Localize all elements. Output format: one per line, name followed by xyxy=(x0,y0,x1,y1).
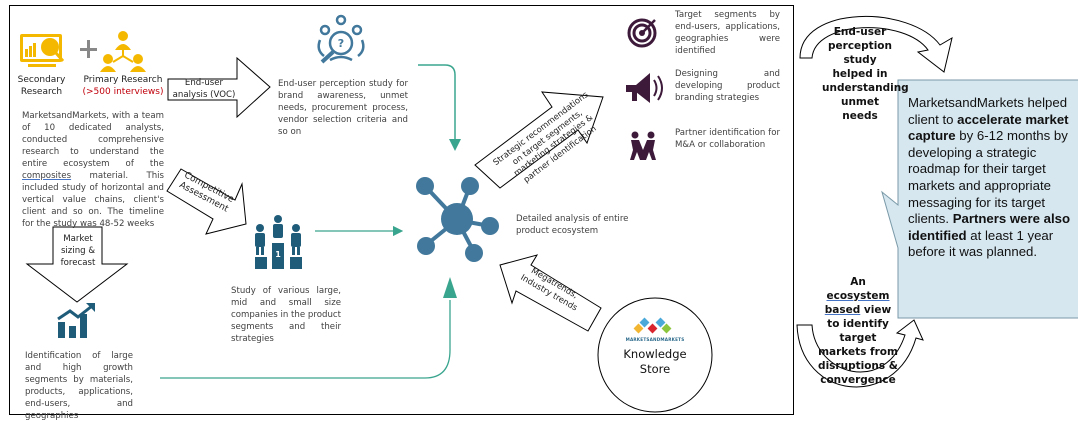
ecosystem-analysis-text: Detailed analysis of entire product ecos… xyxy=(516,214,629,236)
primary-research-note: (>500 interviews) xyxy=(82,87,164,97)
knowledge-store-label: Knowledge Store xyxy=(623,347,687,376)
diagram-frame xyxy=(9,5,794,415)
market-sizing-arrow xyxy=(25,226,129,303)
competitive-assessment-arrow xyxy=(166,168,247,235)
bottom-curved-arrow xyxy=(796,319,924,388)
callout-bold: Partners were also identified xyxy=(908,211,1071,243)
intro-text-part: MarketsandMarkets, with a team of 10 ded… xyxy=(22,111,164,169)
teal-arrowhead-up xyxy=(443,277,457,298)
knowledge-store-circle xyxy=(597,297,713,413)
handshake-icon xyxy=(630,131,656,160)
teal-connector-top xyxy=(418,64,461,151)
ecosystem-hub-icon xyxy=(416,177,499,262)
outcome-item: Target segments by end-users, applicatio… xyxy=(675,10,780,56)
callout-part: at least 1 year before it was planned. xyxy=(908,227,1054,260)
growth-segments-text: Identification of large and high growth … xyxy=(25,351,133,421)
secondary-research-icon xyxy=(20,34,65,67)
podium-competitors-icon xyxy=(255,215,302,269)
end-user-perception-text: End-user perception study for brand awar… xyxy=(278,79,408,137)
callout-text: MarketsandMarkets helped client to accel… xyxy=(908,95,1073,261)
intro-text-part: material. This included study of horizon… xyxy=(22,171,164,229)
megatrends-arrow xyxy=(499,254,602,332)
target-icon xyxy=(627,18,657,48)
end-user-analysis-arrow xyxy=(167,56,271,119)
podium-number: 1 xyxy=(275,250,281,259)
bottom-curve-text-part: An xyxy=(850,276,866,288)
primary-research-label: Primary Research xyxy=(83,75,163,85)
callout-part: by 6-12 months by developing a strategic… xyxy=(908,128,1068,227)
marketsandmarkets-logo-icon xyxy=(633,317,672,334)
megaphone-icon xyxy=(626,73,663,103)
bottom-curve-text: An ecosystem based view to identify targ… xyxy=(818,275,898,387)
callout-box xyxy=(881,79,1078,319)
end-user-analysis-label: End-user analysis (VOC) xyxy=(172,78,236,100)
strategic-recommendations-arrow xyxy=(474,91,604,189)
survey-people-icon xyxy=(317,14,365,64)
market-sizing-label: Market sizing & forecast xyxy=(60,234,96,268)
callout-part: MarketsandMarkets helped client to xyxy=(908,95,1068,127)
study-intro-text: MarketsandMarkets, with a team of 10 ded… xyxy=(22,110,164,230)
primary-research-icon xyxy=(100,31,146,72)
intro-text-composites: composites xyxy=(22,171,72,181)
secondary-research-label: Secondary Research xyxy=(17,75,66,97)
outcome-item: Designing and developing product brandin… xyxy=(675,69,780,103)
question-mark-glyph: ? xyxy=(338,37,344,50)
bottom-curve-text-ecosystem: ecosystem based xyxy=(824,290,890,316)
top-curved-arrow xyxy=(799,15,953,73)
outcome-item: Partner identification for M&A or collab… xyxy=(675,128,780,150)
bottom-curve-text-part: view to identify target markets from dis… xyxy=(818,304,898,386)
growth-chart-icon xyxy=(57,303,95,338)
callout-bold: accelerate market capture xyxy=(908,111,1069,144)
teal-connector-bottom xyxy=(160,300,451,379)
top-curve-text: End-user perception study helped in unde… xyxy=(822,26,909,122)
plus-icon xyxy=(80,40,97,58)
competitor-study-text: Study of various large, mid and small si… xyxy=(231,286,341,344)
knowledge-store-brand: MARKETSANDMARKETS xyxy=(625,337,685,342)
